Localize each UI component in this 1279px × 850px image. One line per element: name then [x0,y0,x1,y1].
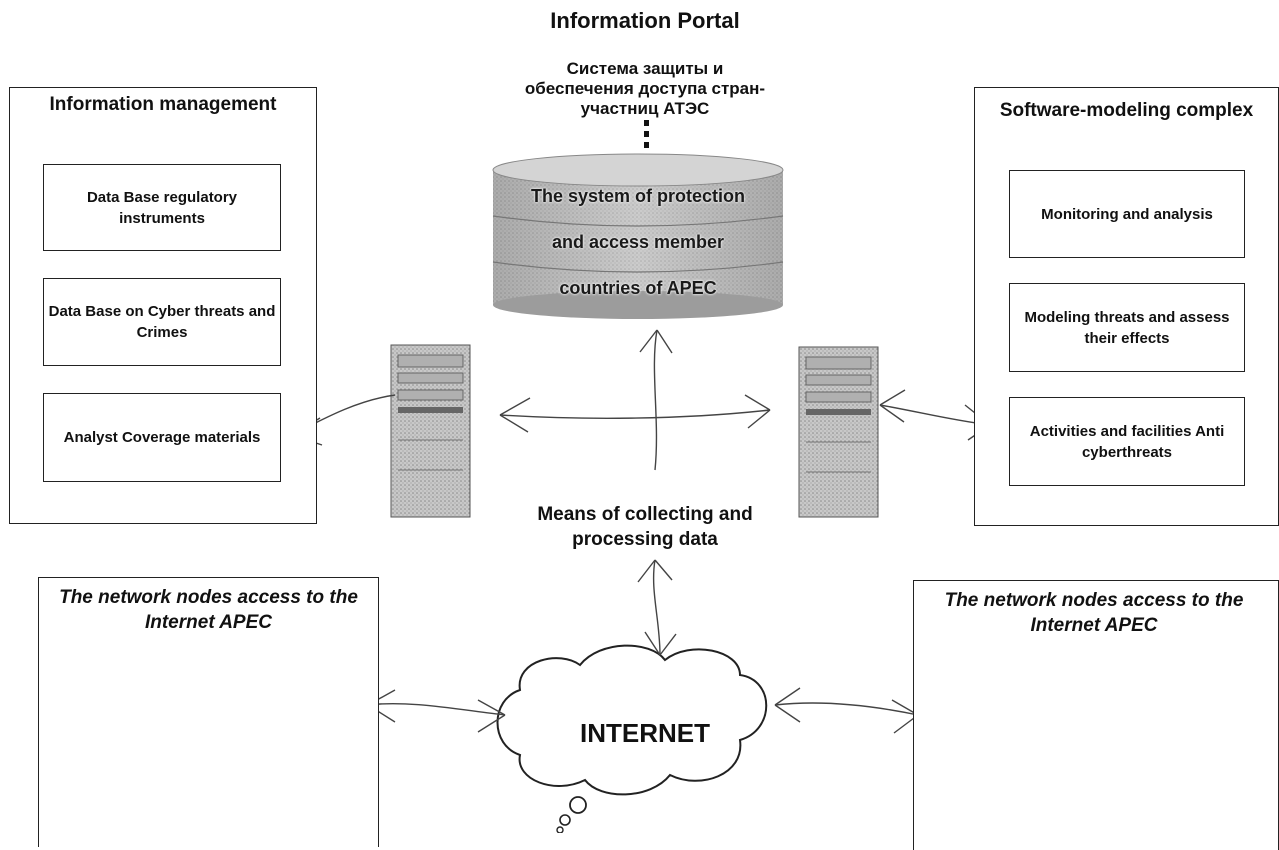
database-label: The system of protection and access memb… [493,168,783,308]
regulatory-instruments-box: Data Base regulatory instruments [43,164,281,251]
monitoring-box: Monitoring and analysis [1009,170,1245,258]
dotted-connector [644,120,649,148]
database-line-2: and access member [551,232,725,252]
bottom-left-node-heading: The network nodes access to the Internet… [59,587,358,633]
internet-label: INTERNET [580,718,710,748]
modeling-box: Modeling threats and assess their effect… [1009,283,1245,372]
means-label: Means of collecting and processing data [537,504,753,550]
left-server-tower [390,344,471,518]
right-server-tower [798,346,879,518]
database-line-3: countries of APEC [559,278,717,298]
bottom-right-node-heading: The network nodes access to the Internet… [944,590,1244,636]
database-cylinder [492,153,784,319]
cyber-threats-box: Data Base on Cyber threats and Crimes [43,278,281,366]
information-management-heading: Information management [49,94,277,115]
russian-label: Система защиты и обеспечения доступа стр… [524,59,766,118]
page-title: Information Portal [550,8,740,33]
analyst-coverage-box: Analyst Coverage materials [43,393,281,482]
software-modeling-panel: Software-modeling complex Monitoring and… [974,87,1279,526]
information-management-panel: Information management Data Base regulat… [9,87,317,524]
software-modeling-heading: Software-modeling complex [999,100,1254,121]
database-line-1: The system of protection [530,186,746,206]
bottom-left-node-panel: The network nodes access to the Internet… [38,577,379,847]
bottom-right-node-panel: The network nodes access to the Internet… [913,580,1279,850]
anti-cyberthreats-box: Activities and facilities Anti cyberthre… [1009,397,1245,486]
internet-cloud [496,644,768,833]
